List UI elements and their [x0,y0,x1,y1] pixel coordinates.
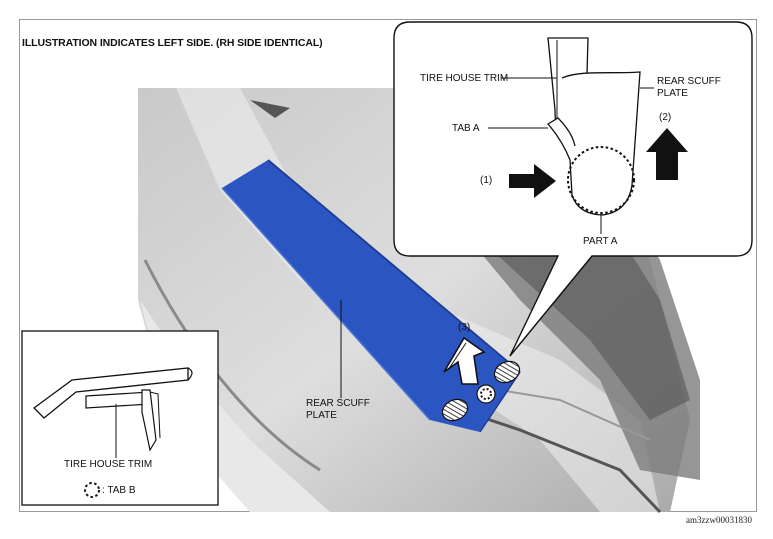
tab-a-hatch-lower [441,398,469,422]
callout-tire-house-trim-label: TIRE HOUSE TRIM [420,73,509,84]
step-1-arrow [509,164,556,198]
callout-rear-scuff-label-2: PLATE [657,88,688,99]
callout-detail [488,37,688,234]
tab-b-marker-main [476,384,496,404]
inset-tab-b-legend-label: : TAB B [102,485,136,496]
main-rear-scuff-label-2: PLATE [306,410,337,421]
rear-scuff-plate-shape [221,159,521,433]
step-2-arrow [646,128,688,180]
illustration-header: ILLUSTRATION INDICATES LEFT SIDE. (RH SI… [22,37,323,49]
inset-detail-box [21,330,219,506]
figure-code: am3zzw00031830 [686,515,752,525]
tab-a-hatch-upper [493,360,521,384]
callout-part-a-label: PART A [583,236,618,247]
main-rear-scuff-label-1: REAR SCUFF [306,398,370,409]
tab-b-legend-icon [84,482,100,498]
step-3-arrow [443,336,486,385]
callout-step-2-label: (2) [659,112,672,123]
main-step-3-label: (3) [458,322,471,333]
inset-tire-house-trim-label: TIRE HOUSE TRIM [64,459,153,470]
callout-rear-scuff-label-1: REAR SCUFF [657,76,721,87]
callout-step-1-label: (1) [480,175,493,186]
callout-tab-a-label: TAB A [452,123,480,134]
